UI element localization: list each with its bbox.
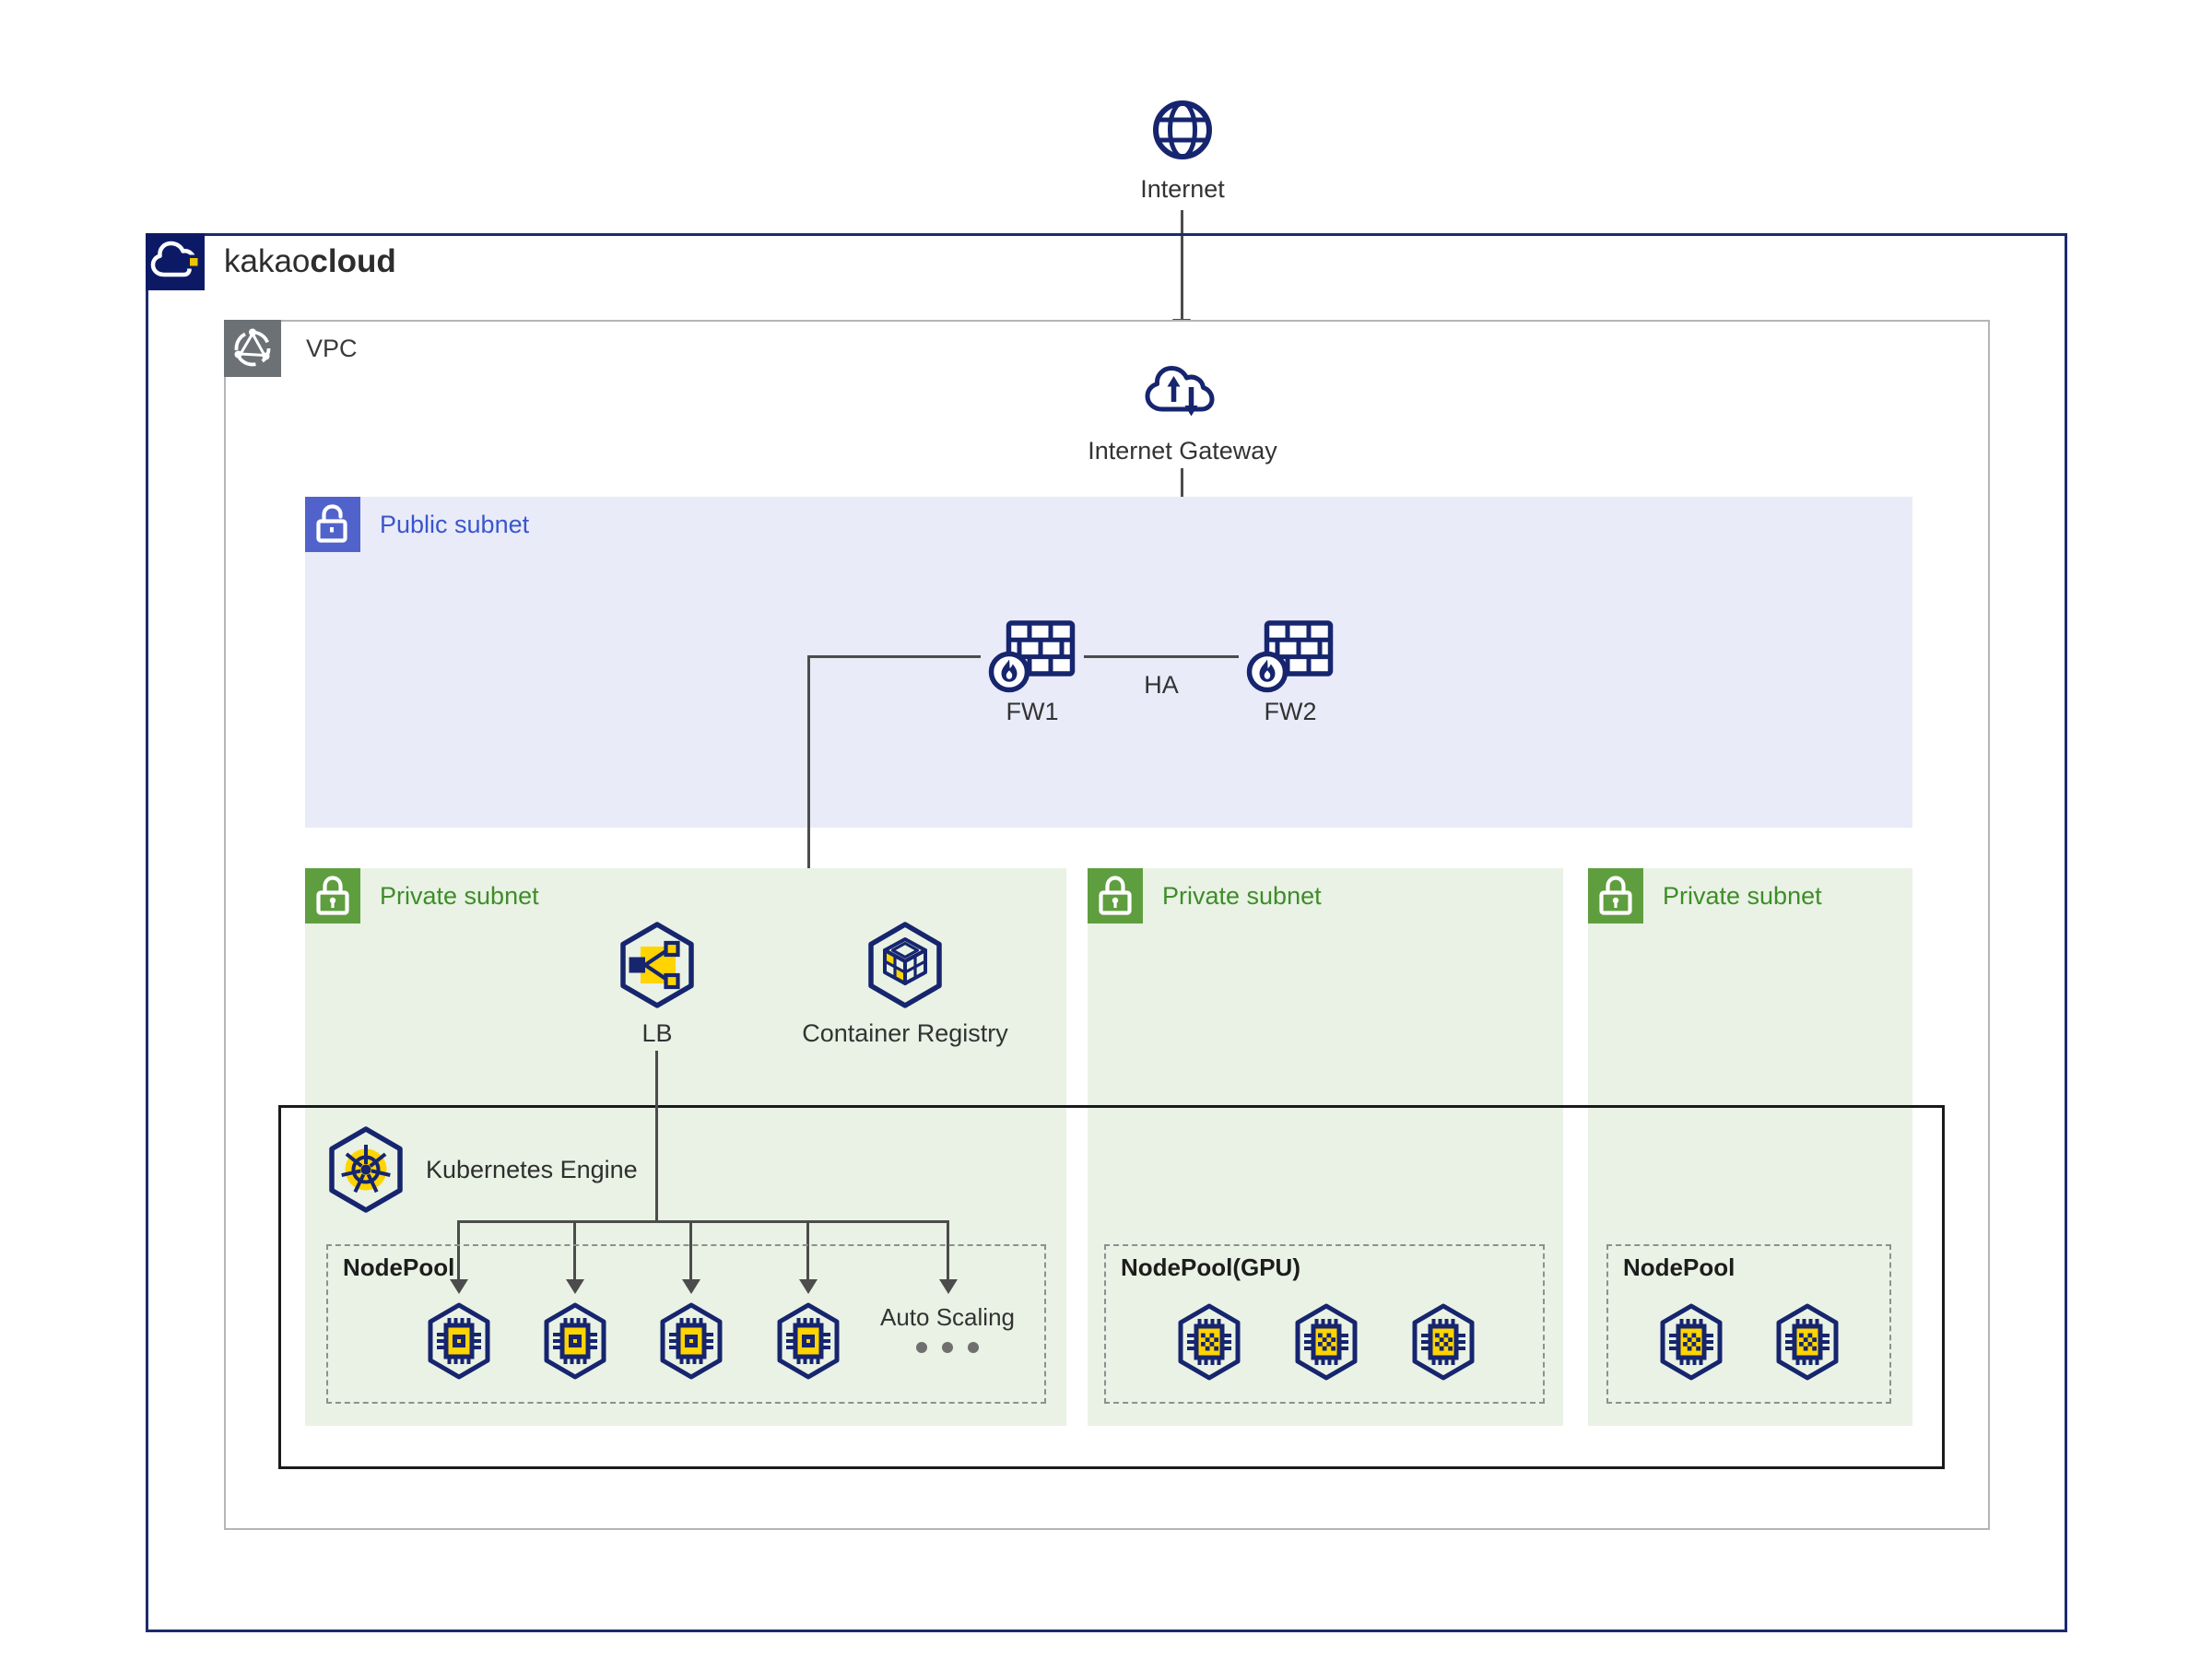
nodepool-3-title: NodePool xyxy=(1623,1253,1735,1281)
fw2-label: FW2 xyxy=(1264,698,1317,725)
firewall-2-icon xyxy=(1246,617,1335,694)
private-subnet-3-area xyxy=(1588,868,1912,1426)
lock-closed-icon xyxy=(305,868,360,924)
ellipsis-dot xyxy=(942,1342,953,1353)
autoscaling-label: Auto Scaling xyxy=(880,1303,1015,1331)
ellipsis-dot xyxy=(916,1342,927,1353)
ha-link-line xyxy=(1084,655,1239,658)
brand-title: kakaocloud xyxy=(224,233,396,290)
fw1-to-lb-vline xyxy=(807,655,810,964)
nodepool-1-box xyxy=(326,1244,1046,1404)
cpu-node-icon xyxy=(540,1301,610,1381)
internet-gateway-icon xyxy=(1140,359,1225,421)
kubernetes-icon xyxy=(325,1124,406,1215)
brand-prefix: kakao xyxy=(224,243,311,279)
private-subnet-3-label: Private subnet xyxy=(1663,882,1822,910)
gpu-node-icon xyxy=(1656,1302,1726,1382)
nodepool-3-box xyxy=(1606,1244,1891,1404)
lock-closed-icon xyxy=(1588,868,1643,924)
kakao-cloud-icon xyxy=(146,233,205,290)
kubernetes-engine-label: Kubernetes Engine xyxy=(426,1156,638,1183)
lock-closed-icon xyxy=(1088,868,1143,924)
ellipsis-dot xyxy=(968,1342,979,1353)
private-subnet-1-label: Private subnet xyxy=(380,882,539,910)
drop-line-node2 xyxy=(573,1220,576,1281)
lb-down-line xyxy=(655,1051,658,1222)
fw1-label: FW1 xyxy=(1006,698,1059,725)
vpc-badge xyxy=(224,320,281,377)
public-subnet-badge xyxy=(305,497,360,552)
node-distribution-line xyxy=(457,1220,949,1223)
arrowhead-node1 xyxy=(450,1279,468,1294)
drop-line-node3 xyxy=(689,1220,692,1281)
gpu-node-icon xyxy=(1772,1302,1842,1382)
cpu-node-icon xyxy=(773,1301,843,1381)
drop-line-node1 xyxy=(457,1220,460,1281)
lock-open-icon xyxy=(305,497,360,552)
brand-suffix: cloud xyxy=(310,243,396,279)
cpu-node-icon xyxy=(424,1301,494,1381)
ha-label: HA xyxy=(1144,671,1179,699)
fw1-left-line xyxy=(809,655,981,658)
load-balancer-icon xyxy=(617,920,698,1010)
kakaocloud-boundary xyxy=(146,233,2067,1632)
private-subnet-2-badge xyxy=(1088,868,1143,924)
private-subnet-3-badge xyxy=(1588,868,1643,924)
arrowhead-autoscaling xyxy=(939,1279,958,1294)
nodepool-1-title: NodePool xyxy=(343,1253,455,1281)
cpu-node-icon xyxy=(656,1301,726,1381)
public-subnet-area xyxy=(305,497,1912,828)
container-registry-label: Container Registry xyxy=(802,1019,1008,1047)
arrowhead-node3 xyxy=(682,1279,700,1294)
container-registry-icon xyxy=(865,920,946,1010)
lb-label: LB xyxy=(641,1019,673,1047)
kubernetes-engine-boundary xyxy=(278,1105,1945,1469)
nodepool-gpu-box xyxy=(1104,1244,1545,1404)
gpu-node-icon xyxy=(1174,1302,1244,1382)
vpc-icon xyxy=(224,320,281,377)
vpc-label: VPC xyxy=(306,335,358,362)
nodepool-gpu-title: NodePool(GPU) xyxy=(1121,1253,1300,1281)
kakaocloud-logo xyxy=(146,233,205,290)
internet-gateway-label: Internet Gateway xyxy=(1088,437,1277,465)
drop-line-node4 xyxy=(806,1220,809,1281)
firewall-1-icon xyxy=(988,617,1077,694)
arrowhead-node2 xyxy=(566,1279,584,1294)
private-subnet-1-badge xyxy=(305,868,360,924)
gpu-node-icon xyxy=(1408,1302,1478,1382)
private-subnet-2-label: Private subnet xyxy=(1162,882,1322,910)
internet-label: Internet xyxy=(1140,175,1225,203)
internet-globe-icon xyxy=(1149,97,1216,163)
drop-line-autoscaling xyxy=(947,1220,949,1281)
internet-to-gateway-line xyxy=(1181,210,1183,319)
public-subnet-label: Public subnet xyxy=(380,511,530,538)
gpu-node-icon xyxy=(1291,1302,1361,1382)
arrowhead-node4 xyxy=(799,1279,818,1294)
